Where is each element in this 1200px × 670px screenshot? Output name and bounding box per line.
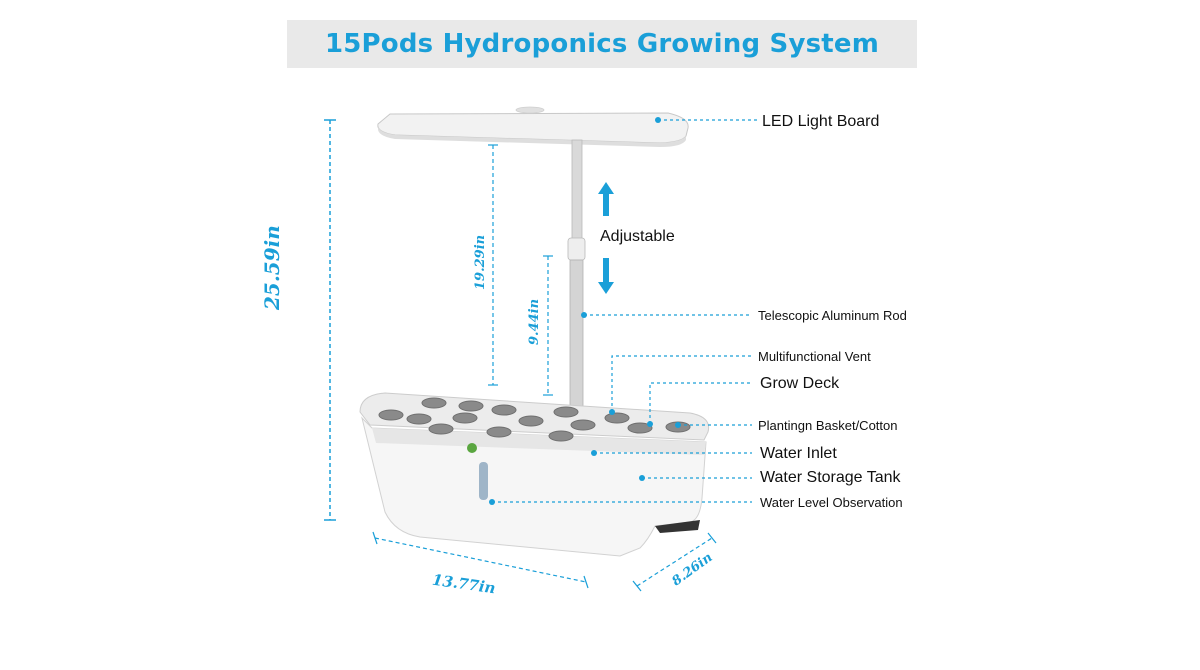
total-height-dimension <box>324 119 336 521</box>
label-telescopic-rod: Telescopic Aluminum Rod <box>758 308 907 323</box>
dim-total-height: 25.59in <box>260 225 284 310</box>
title-banner: 15Pods Hydroponics Growing System <box>287 20 917 68</box>
rod-min-dimension <box>543 255 553 396</box>
label-water-level: Water Level Observation <box>760 495 903 510</box>
label-adjustable: Adjustable <box>600 228 675 245</box>
label-grow-deck: Grow Deck <box>760 375 840 392</box>
leader-lines <box>489 117 758 505</box>
label-water-storage-tank: Water Storage Tank <box>760 469 901 486</box>
dim-rod-max: 19.29in <box>473 234 488 290</box>
width-dimension <box>632 532 717 592</box>
label-led-light-board: LED Light Board <box>762 113 880 130</box>
label-water-inlet: Water Inlet <box>760 445 837 462</box>
label-vent: Multifunctional Vent <box>758 349 871 364</box>
led-light-board-shape <box>377 106 689 147</box>
label-planting-basket: Plantingn Basket/Cotton <box>758 418 898 433</box>
adjust-arrows <box>598 182 614 294</box>
planting-pods <box>378 397 691 442</box>
length-dimension <box>372 531 589 589</box>
rod-max-dimension <box>488 144 498 386</box>
dim-rod-min: 9.44in <box>527 298 542 345</box>
page-title: 15Pods Hydroponics Growing System <box>324 29 880 59</box>
telescopic-rod-shape <box>567 139 586 411</box>
